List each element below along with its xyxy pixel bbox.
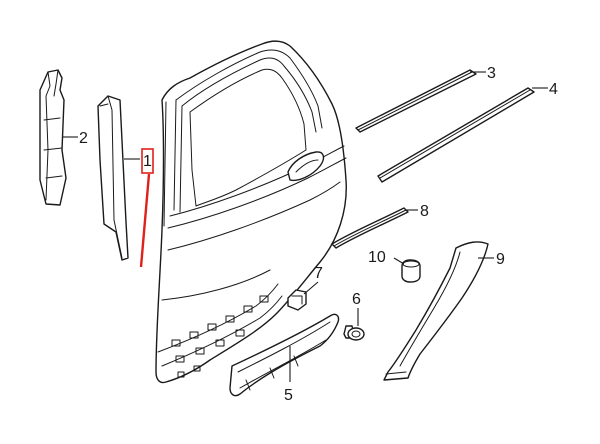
callout-5: 5 [284, 387, 293, 404]
door-shell [155, 40, 347, 384]
part-6-push-pin [343, 325, 365, 341]
part-9-wheel-arch [383, 241, 489, 381]
callout-labels: 2 1 3 4 8 9 10 7 6 5 [79, 65, 558, 404]
part-8-door-strip [331, 207, 409, 249]
callout-2: 2 [79, 130, 88, 147]
leader-lines [62, 71, 548, 382]
part-1-frame-moulding [97, 95, 129, 261]
part-5-lower-cladding [229, 313, 340, 397]
highlight-part-1 [139, 148, 154, 268]
callout-3: 3 [487, 65, 496, 82]
part-4-weatherstrip [377, 87, 535, 183]
part-10-plug [401, 259, 421, 283]
callout-6: 6 [352, 291, 361, 308]
callout-4: 4 [549, 81, 558, 98]
callout-1: 1 [143, 153, 152, 170]
part-2-pillar-bracket [39, 69, 67, 206]
callout-10: 10 [368, 249, 386, 266]
part-7-clip [287, 289, 307, 311]
callout-7: 7 [314, 265, 323, 282]
callout-9: 9 [496, 251, 505, 268]
callout-8: 8 [420, 203, 429, 220]
part-3-belt-moulding [355, 69, 477, 133]
